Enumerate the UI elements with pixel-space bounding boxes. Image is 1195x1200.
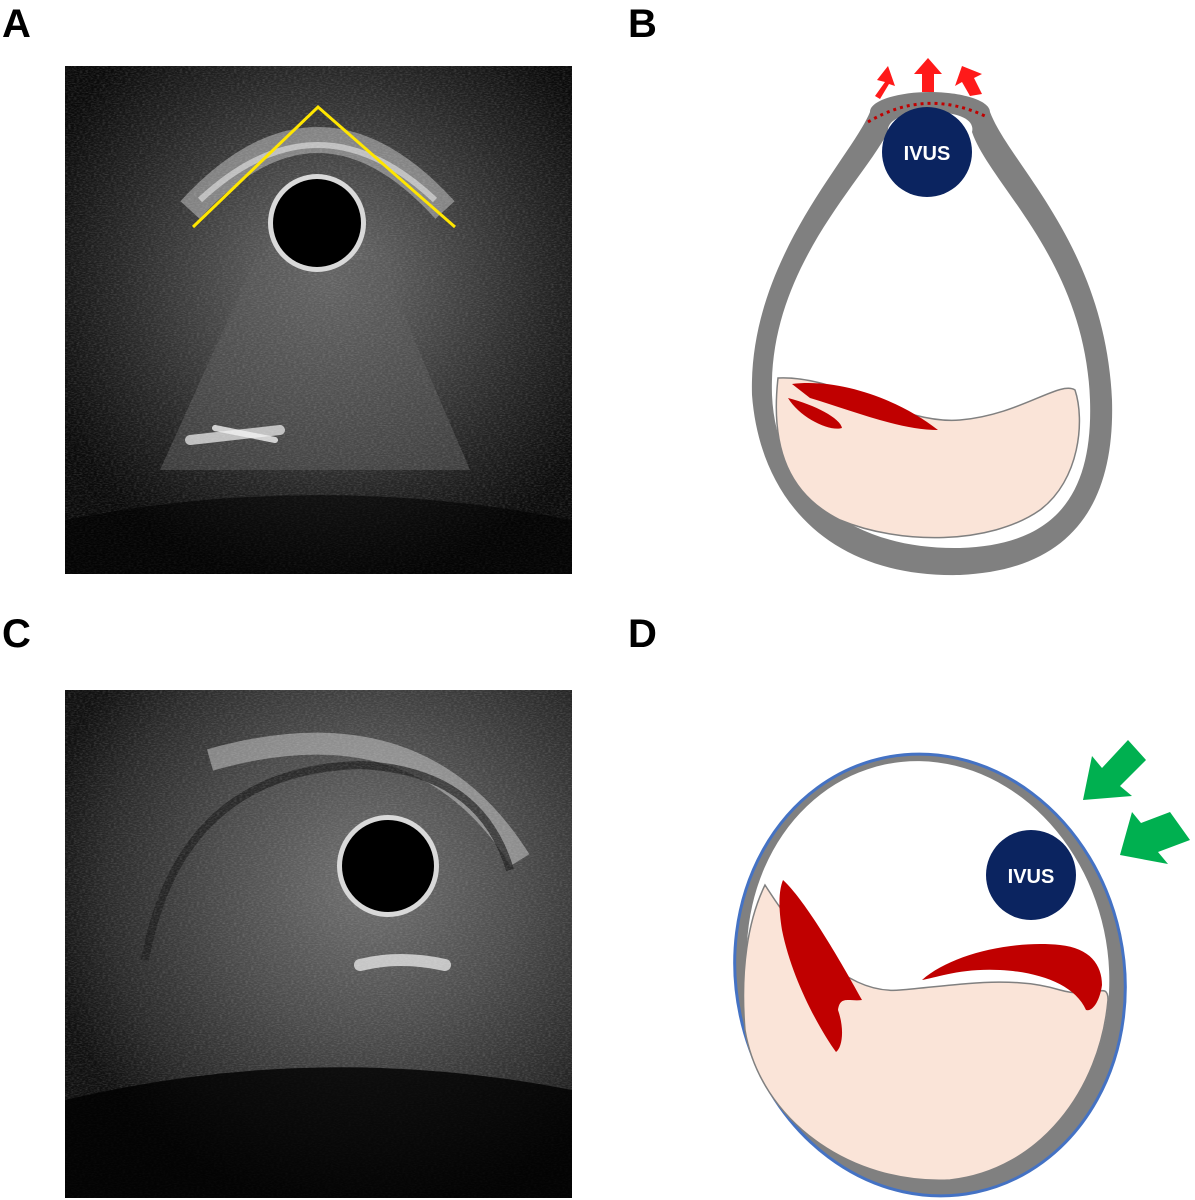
- thrombus-d-right: [922, 944, 1102, 1011]
- catheter-lumen-c: [342, 820, 434, 912]
- ivus-catheter-d: [986, 830, 1076, 920]
- green-arrow-upper: [1083, 740, 1146, 800]
- panel-label-a: A: [2, 2, 31, 46]
- expansion-arrows: [875, 58, 982, 99]
- ivus-label-b: IVUS: [904, 143, 951, 165]
- speckle-noise-a: [65, 66, 572, 574]
- schematic-b: IVUS: [751, 58, 1113, 576]
- ultrasound-image-c: [65, 690, 572, 1198]
- green-arrow-lower: [1120, 812, 1190, 864]
- compression-arrows: [1083, 740, 1190, 864]
- ivus-catheter-b: [882, 107, 972, 197]
- red-arrow-right: [955, 66, 982, 96]
- expansion-dotted-line: [867, 101, 986, 124]
- ultrasound-image-a: [65, 66, 572, 574]
- plaque-b: [775, 377, 1081, 539]
- panel-label-b: B: [628, 2, 657, 46]
- schematic-d: IVUS: [733, 740, 1190, 1198]
- shadow-c: [65, 1067, 572, 1198]
- plaque-d: [742, 883, 1109, 1181]
- thrombus-d-left: [779, 880, 862, 1052]
- shadow-a: [65, 495, 572, 574]
- panel-label-d: D: [628, 612, 657, 656]
- red-arrow-left: [875, 66, 895, 99]
- yellow-angle-lines: [191, 104, 456, 229]
- thrombus-b-2: [788, 398, 842, 429]
- panel-label-c: C: [2, 612, 31, 656]
- red-arrow-center: [914, 58, 942, 92]
- catheter-lumen-a: [273, 179, 361, 267]
- ivus-label-d: IVUS: [1008, 866, 1055, 888]
- thrombus-b-1: [792, 383, 938, 430]
